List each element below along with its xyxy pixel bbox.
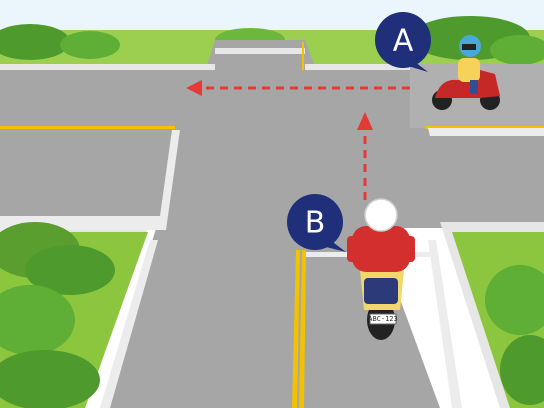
far-road [215, 42, 305, 70]
arrow-icon [357, 112, 373, 130]
far-stop-line [215, 48, 305, 54]
center-line-vertical-1 [292, 250, 300, 408]
badge-a: A [375, 12, 431, 72]
curb-right-top [428, 128, 544, 136]
badge-b: B [287, 194, 346, 252]
arrow-icon [186, 80, 202, 96]
right-lane-edge [428, 240, 462, 408]
center-line-left [0, 126, 175, 129]
badge-a-label: A [393, 24, 414, 59]
center-line-far [302, 42, 304, 70]
vertical-road [100, 40, 440, 408]
path-arrow-a [186, 80, 410, 96]
center-line-vertical-2 [299, 250, 306, 408]
license-plate [369, 313, 397, 325]
motorcycle-rider-icon [435, 70, 500, 98]
badge-b-label: B [305, 206, 326, 241]
curb-left-corner [0, 130, 180, 230]
left-lane-edge [100, 240, 158, 408]
license-plate-text: ABC-123 [368, 315, 398, 323]
rider-a [432, 35, 500, 110]
rider-b: ABC-123 [347, 198, 415, 340]
bushes-bottom-left [0, 222, 115, 408]
center-line-right [425, 126, 544, 129]
path-arrow-b [357, 112, 373, 200]
bushes-bottom-right [485, 265, 544, 405]
sidewalk-top-left [0, 64, 215, 70]
